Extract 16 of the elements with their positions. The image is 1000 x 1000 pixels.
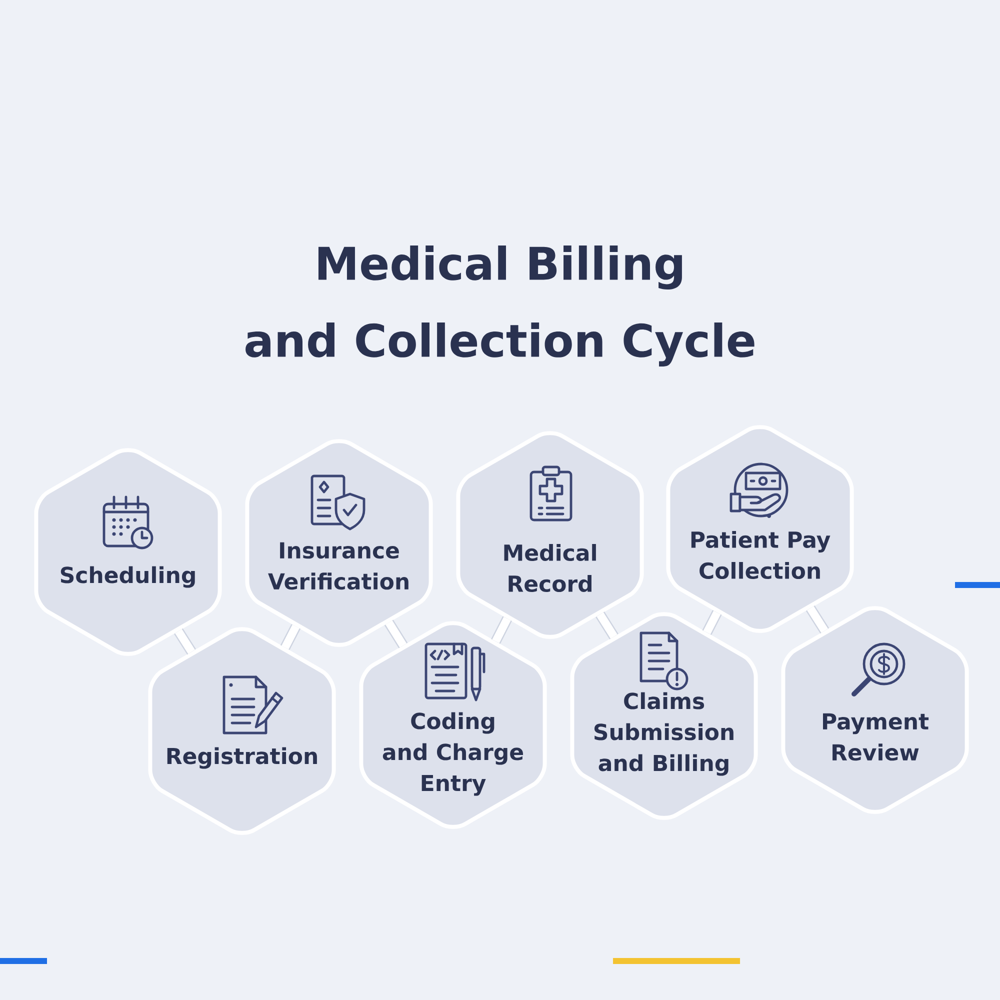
title: Medical Billing and Collection Cycle — [246, 246, 754, 366]
connector — [280, 624, 301, 650]
hexagon-box: Medical Record — [456, 431, 644, 639]
connector — [702, 610, 722, 635]
connector — [806, 605, 830, 634]
hexagon-box: Registration — [148, 627, 336, 835]
hexagon-box: Scheduling — [34, 448, 222, 656]
hexagon-box: Payment Review — [781, 606, 969, 814]
connector — [491, 616, 512, 644]
hexagon-box: Patient Pay Collection — [666, 425, 854, 633]
connector — [384, 620, 408, 648]
connector — [174, 628, 196, 655]
hexagon-box: Insurance Verification — [245, 439, 433, 647]
hexagon-box: Claims Submission and Billing — [570, 612, 758, 820]
hexagon-box: Coding and Charge Entry — [359, 621, 547, 829]
connector — [596, 612, 618, 640]
